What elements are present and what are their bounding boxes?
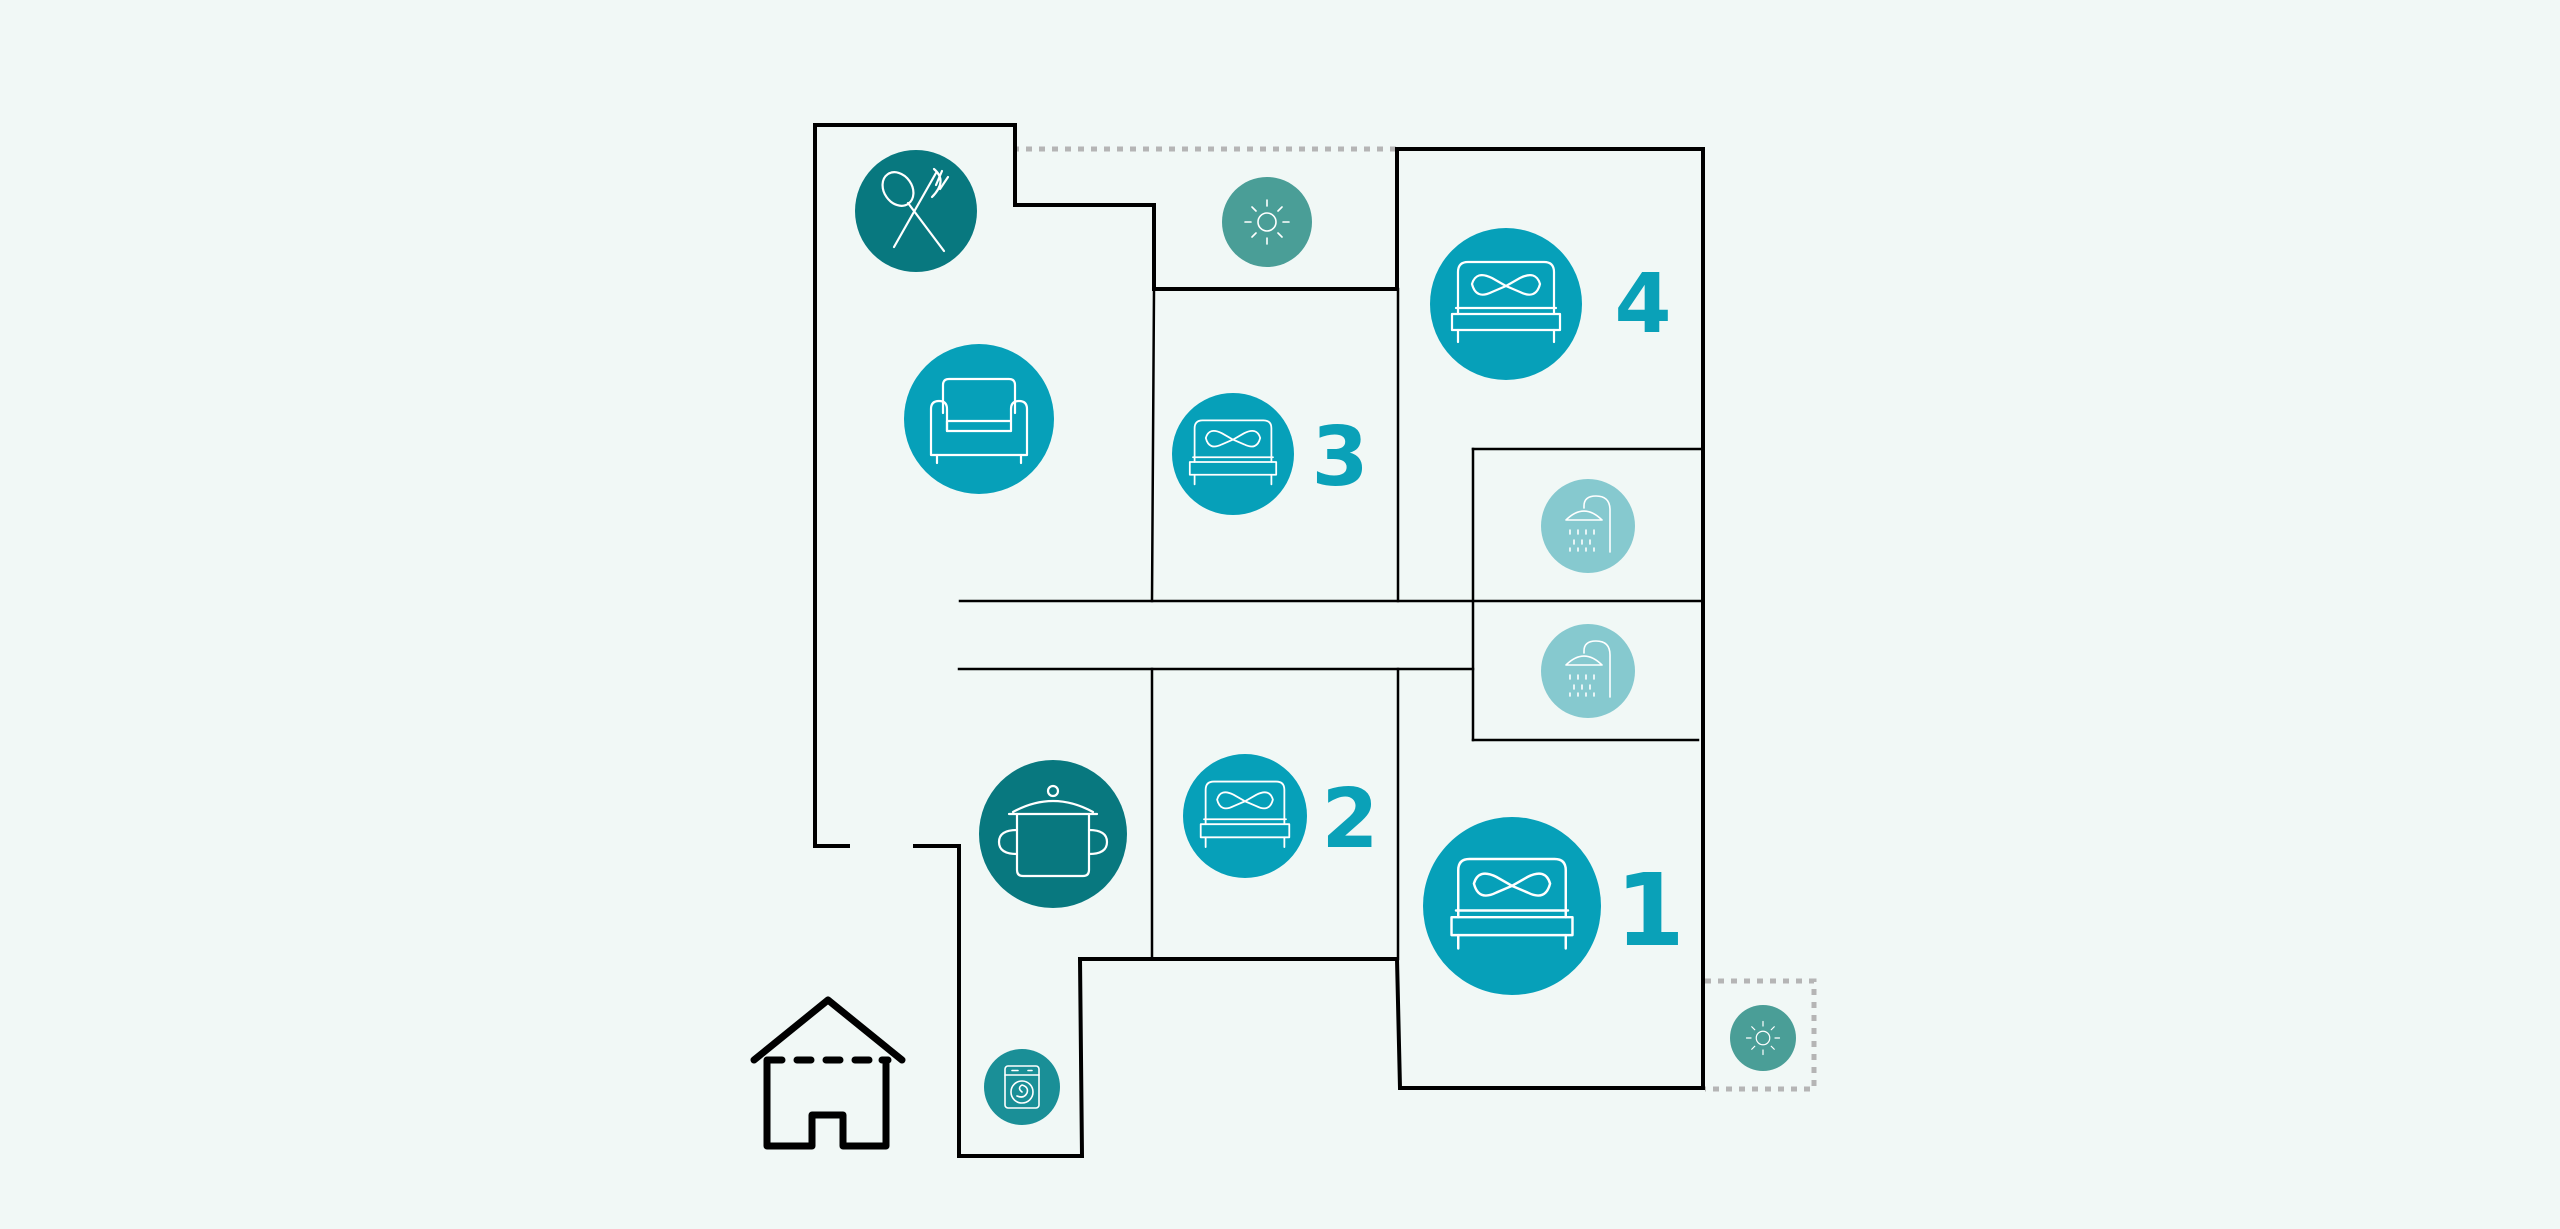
kitchen [979,760,1127,908]
terrace-bottom-outline [1705,978,1817,1092]
terrace-bottom-circle [1730,1005,1796,1071]
living-room [904,344,1054,494]
terrace-top-circle [1222,177,1312,267]
room-number-1: 1 [1615,852,1685,969]
bedroom-4-circle [1430,228,1582,380]
laundry [984,1049,1060,1125]
wall-bedroom3-left [1150,287,1156,603]
bedroom-3: 3 [1172,393,1369,515]
house-icon [750,996,906,1150]
bathroom-upper [1541,479,1635,573]
laundry-circle [984,1049,1060,1125]
bedroom-2-circle [1183,754,1307,878]
washing-machine-icon [1004,1065,1040,1109]
room-number-3: 3 [1311,410,1368,505]
wall-left-wing [813,123,1705,1158]
bedroom-1: 1 [1423,817,1685,995]
dining-circle [855,150,977,272]
bathroom-lower [1541,624,1635,718]
bedroom-2: 2 [1183,754,1379,878]
cooking-pot-icon [997,784,1109,878]
terrace-top [1222,177,1312,267]
bathroom-upper-circle [1541,479,1635,573]
living-circle [904,344,1054,494]
bedroom-1-circle [1423,817,1601,995]
armchair-icon [929,377,1029,465]
bedroom-4: 4 [1430,228,1672,380]
room-number-2: 2 [1321,772,1378,867]
bathroom-lower-circle [1541,624,1635,718]
terrace-bottom [1730,1005,1796,1071]
room-number-4: 4 [1614,257,1671,352]
dining-room [855,150,977,272]
bedroom-3-circle [1172,393,1294,515]
cutlery-icon [881,167,950,253]
walls [813,123,1705,1158]
